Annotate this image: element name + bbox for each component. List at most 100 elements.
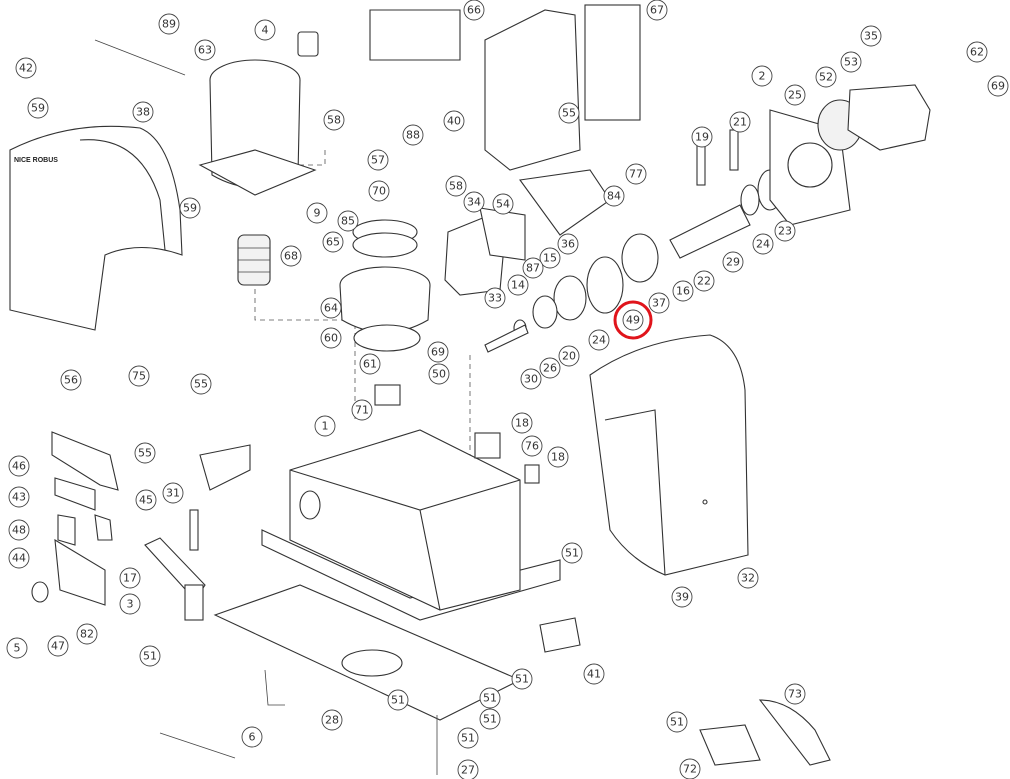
svg-text:25: 25 (788, 89, 802, 102)
svg-text:52: 52 (819, 71, 833, 84)
part-output-shaft (484, 129, 783, 353)
svg-text:54: 54 (496, 198, 510, 211)
part-misc (94, 39, 831, 775)
svg-text:48: 48 (12, 524, 26, 537)
part-flange-2 (769, 84, 931, 226)
svg-text:16: 16 (676, 285, 690, 298)
svg-text:24: 24 (592, 334, 606, 347)
highlight-ring (613, 300, 653, 340)
svg-text:38: 38 (136, 106, 150, 119)
svg-text:53: 53 (844, 56, 858, 69)
part-label-9: 9 (306, 202, 328, 224)
svg-text:9: 9 (314, 207, 321, 220)
part-label-52: 52 (815, 66, 837, 88)
assembly-axis (254, 280, 356, 420)
part-label-75: 75 (128, 365, 150, 387)
part-label-35: 35 (860, 25, 882, 47)
part-label-69: 69 (427, 341, 449, 363)
svg-text:60: 60 (324, 332, 338, 345)
part-label-73: 73 (784, 683, 806, 705)
part-label-70: 70 (368, 180, 390, 202)
svg-text:23: 23 (778, 225, 792, 238)
svg-text:56: 56 (64, 374, 78, 387)
part-label-33: 33 (484, 287, 506, 309)
part-label-16: 16 (672, 280, 694, 302)
svg-text:18: 18 (515, 417, 529, 430)
part-label-29: 29 (722, 251, 744, 273)
part-label-77: 77 (625, 163, 647, 185)
svg-text:68: 68 (284, 250, 298, 263)
part-label-82: 82 (76, 623, 98, 645)
part-label-64: 64 (320, 297, 342, 319)
part-label-34: 34 (463, 191, 485, 213)
svg-text:62: 62 (970, 46, 984, 59)
part-label-28: 28 (321, 709, 343, 731)
part-label-87: 87 (522, 257, 544, 279)
part-label-68: 68 (280, 245, 302, 267)
svg-text:2: 2 (759, 70, 766, 83)
part-label-26: 26 (539, 357, 561, 379)
svg-text:33: 33 (488, 292, 502, 305)
part-label-61: 61 (359, 353, 381, 375)
svg-text:5: 5 (14, 642, 21, 655)
svg-text:75: 75 (132, 370, 146, 383)
svg-text:36: 36 (561, 238, 575, 251)
svg-text:43: 43 (12, 491, 26, 504)
part-cover-39 (589, 334, 749, 576)
svg-text:19: 19 (695, 131, 709, 144)
svg-text:47: 47 (51, 640, 65, 653)
svg-text:42: 42 (19, 62, 33, 75)
part-label-76: 76 (521, 435, 543, 457)
part-label-49: 49 (622, 309, 644, 331)
part-label-65: 65 (322, 231, 344, 253)
part-label-48: 48 (8, 519, 30, 541)
svg-text:87: 87 (526, 262, 540, 275)
part-label-21: 21 (729, 111, 751, 133)
part-label-31: 31 (162, 482, 184, 504)
svg-text:82: 82 (80, 628, 94, 641)
svg-text:65: 65 (326, 236, 340, 249)
part-label-6: 6 (241, 726, 263, 748)
svg-text:14: 14 (511, 279, 525, 292)
svg-text:73: 73 (788, 688, 802, 701)
svg-text:55: 55 (562, 107, 576, 120)
svg-text:27: 27 (461, 764, 475, 777)
part-label-62: 62 (966, 41, 988, 63)
svg-text:72: 72 (683, 763, 697, 776)
part-label-18: 18 (511, 412, 533, 434)
svg-text:70: 70 (372, 185, 386, 198)
part-label-38: 38 (132, 101, 154, 123)
svg-text:39: 39 (675, 591, 689, 604)
svg-text:51: 51 (143, 650, 157, 663)
part-label-30: 30 (520, 368, 542, 390)
part-base-plate-28 (213, 584, 522, 721)
part-label-51: 51 (511, 668, 533, 690)
part-label-55: 55 (190, 373, 212, 395)
svg-text:88: 88 (406, 129, 420, 142)
part-label-72: 72 (679, 758, 701, 779)
svg-text:51: 51 (483, 692, 497, 705)
part-label-54: 54 (492, 193, 514, 215)
svg-text:3: 3 (127, 598, 134, 611)
part-limit-switch-33 (444, 207, 526, 296)
part-label-17: 17 (119, 567, 141, 589)
part-label-40: 40 (443, 110, 465, 132)
part-label-55: 55 (558, 102, 580, 124)
svg-text:69: 69 (431, 346, 445, 359)
part-label-84: 84 (603, 185, 625, 207)
svg-text:51: 51 (565, 547, 579, 560)
svg-text:63: 63 (198, 44, 212, 57)
svg-text:59: 59 (183, 202, 197, 215)
svg-text:59: 59 (31, 102, 45, 115)
svg-text:58: 58 (449, 180, 463, 193)
part-label-51: 51 (479, 708, 501, 730)
part-label-24: 24 (752, 233, 774, 255)
part-label-60: 60 (320, 327, 342, 349)
svg-text:1: 1 (322, 420, 329, 433)
svg-text:26: 26 (543, 362, 557, 375)
part-gear-wheels (339, 219, 431, 352)
svg-text:46: 46 (12, 460, 26, 473)
part-lock-group (31, 431, 251, 606)
part-label-24: 24 (588, 329, 610, 351)
